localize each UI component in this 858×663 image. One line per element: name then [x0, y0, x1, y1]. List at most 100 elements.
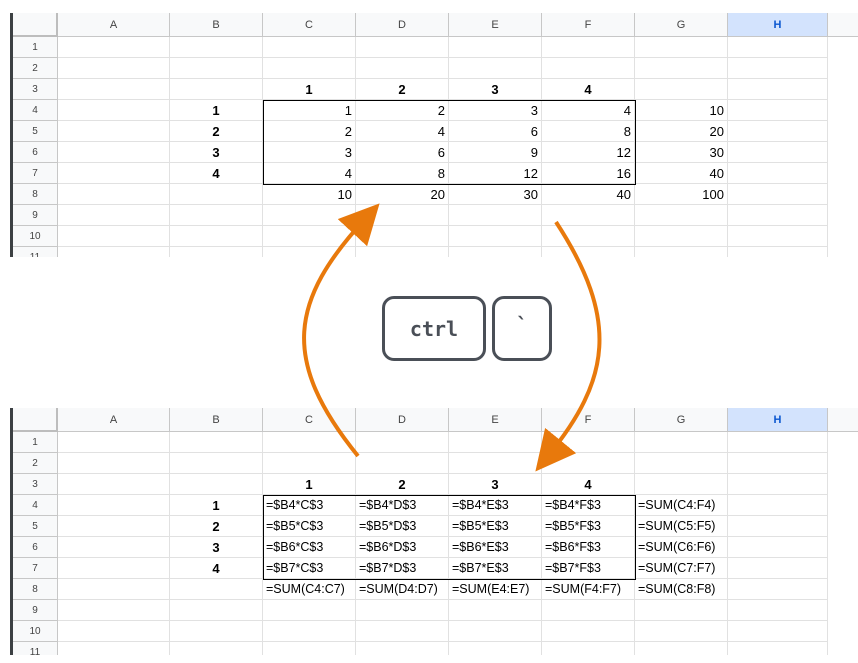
cell[interactable] — [58, 121, 170, 142]
column-header-c[interactable]: C — [263, 13, 356, 37]
cell[interactable] — [58, 600, 170, 621]
product-cell[interactable]: 16 — [542, 163, 635, 184]
column-total-cell[interactable]: 40 — [542, 184, 635, 205]
cell[interactable] — [728, 642, 828, 655]
product-cell[interactable]: 4 — [356, 121, 449, 142]
cell[interactable] — [449, 621, 542, 642]
row-header-2[interactable]: 2 — [13, 453, 58, 474]
cell[interactable] — [58, 537, 170, 558]
column-header-d[interactable]: D — [356, 408, 449, 432]
column-total-cell[interactable]: =SUM(C4:C7) — [263, 579, 356, 600]
product-cell[interactable]: 8 — [542, 121, 635, 142]
row-header-11[interactable]: 11 — [13, 642, 58, 655]
column-header-h[interactable]: H — [728, 13, 828, 37]
product-cell[interactable]: 6 — [449, 121, 542, 142]
cell[interactable] — [542, 432, 635, 453]
cell[interactable] — [635, 621, 728, 642]
multiplier-header-d[interactable]: 2 — [356, 79, 449, 100]
product-cell[interactable]: =$B4*E$3 — [449, 495, 542, 516]
row-total-cell[interactable]: 10 — [635, 100, 728, 121]
cell[interactable] — [728, 37, 828, 58]
product-cell[interactable]: 8 — [356, 163, 449, 184]
row-header-11[interactable]: 11 — [13, 247, 58, 257]
cell[interactable] — [728, 121, 828, 142]
row-total-cell[interactable]: 20 — [635, 121, 728, 142]
row-total-cell[interactable]: =SUM(C6:F6) — [635, 537, 728, 558]
cell[interactable] — [356, 453, 449, 474]
column-header-g[interactable]: G — [635, 13, 728, 37]
cell[interactable] — [542, 453, 635, 474]
cell[interactable] — [728, 579, 828, 600]
column-header-b[interactable]: B — [170, 408, 263, 432]
cell[interactable] — [58, 226, 170, 247]
cell[interactable] — [728, 79, 828, 100]
row-header-7[interactable]: 7 — [13, 163, 58, 184]
row-header-7[interactable]: 7 — [13, 558, 58, 579]
cell[interactable] — [58, 558, 170, 579]
row-header-6[interactable]: 6 — [13, 142, 58, 163]
column-header-e[interactable]: E — [449, 408, 542, 432]
column-header-a[interactable]: A — [58, 408, 170, 432]
product-cell[interactable]: 2 — [263, 121, 356, 142]
cell[interactable] — [58, 184, 170, 205]
product-cell[interactable]: 12 — [449, 163, 542, 184]
cell[interactable] — [728, 432, 828, 453]
cell[interactable] — [728, 100, 828, 121]
cell[interactable] — [449, 600, 542, 621]
row-header-8[interactable]: 8 — [13, 579, 58, 600]
product-cell[interactable]: 3 — [449, 100, 542, 121]
column-header-e[interactable]: E — [449, 13, 542, 37]
product-cell[interactable]: 4 — [263, 163, 356, 184]
column-header-a[interactable]: A — [58, 13, 170, 37]
row-total-cell[interactable]: 30 — [635, 142, 728, 163]
multiplier-row-header-7[interactable]: 4 — [170, 558, 263, 579]
cell[interactable] — [58, 579, 170, 600]
column-header-g[interactable]: G — [635, 408, 728, 432]
cell[interactable] — [635, 642, 728, 655]
column-total-cell[interactable]: 10 — [263, 184, 356, 205]
cell[interactable] — [58, 247, 170, 257]
cell[interactable] — [728, 247, 828, 257]
cell[interactable] — [542, 58, 635, 79]
cell[interactable] — [170, 58, 263, 79]
product-cell[interactable]: =$B5*D$3 — [356, 516, 449, 537]
cell[interactable] — [728, 142, 828, 163]
cell[interactable] — [356, 58, 449, 79]
multiplier-row-header-6[interactable]: 3 — [170, 142, 263, 163]
cell[interactable] — [449, 226, 542, 247]
cell[interactable] — [356, 37, 449, 58]
cell[interactable] — [263, 247, 356, 257]
cell[interactable] — [58, 642, 170, 655]
multiplier-header-e[interactable]: 3 — [449, 79, 542, 100]
column-total-cell[interactable]: 100 — [635, 184, 728, 205]
multiplier-row-header-4[interactable]: 1 — [170, 495, 263, 516]
cell[interactable] — [728, 600, 828, 621]
cell[interactable] — [728, 558, 828, 579]
row-header-2[interactable]: 2 — [13, 58, 58, 79]
cell[interactable] — [635, 247, 728, 257]
cell[interactable] — [635, 474, 728, 495]
cell[interactable] — [449, 58, 542, 79]
multiplier-header-c[interactable]: 1 — [263, 79, 356, 100]
row-header-5[interactable]: 5 — [13, 121, 58, 142]
cell[interactable] — [170, 600, 263, 621]
cell[interactable] — [542, 600, 635, 621]
product-cell[interactable]: =$B6*E$3 — [449, 537, 542, 558]
product-cell[interactable]: =$B5*E$3 — [449, 516, 542, 537]
cell[interactable] — [170, 621, 263, 642]
cell[interactable] — [58, 205, 170, 226]
cell[interactable] — [170, 184, 263, 205]
cell[interactable] — [263, 621, 356, 642]
row-total-cell[interactable]: =SUM(C7:F7) — [635, 558, 728, 579]
cell[interactable] — [728, 516, 828, 537]
product-cell[interactable]: 1 — [263, 100, 356, 121]
cell[interactable] — [170, 432, 263, 453]
cell[interactable] — [542, 642, 635, 655]
cell[interactable] — [58, 516, 170, 537]
multiplier-header-c[interactable]: 1 — [263, 474, 356, 495]
cell[interactable] — [635, 58, 728, 79]
cell[interactable] — [356, 432, 449, 453]
multiplier-row-header-5[interactable]: 2 — [170, 516, 263, 537]
product-cell[interactable]: =$B4*C$3 — [263, 495, 356, 516]
row-header-1[interactable]: 1 — [13, 432, 58, 453]
